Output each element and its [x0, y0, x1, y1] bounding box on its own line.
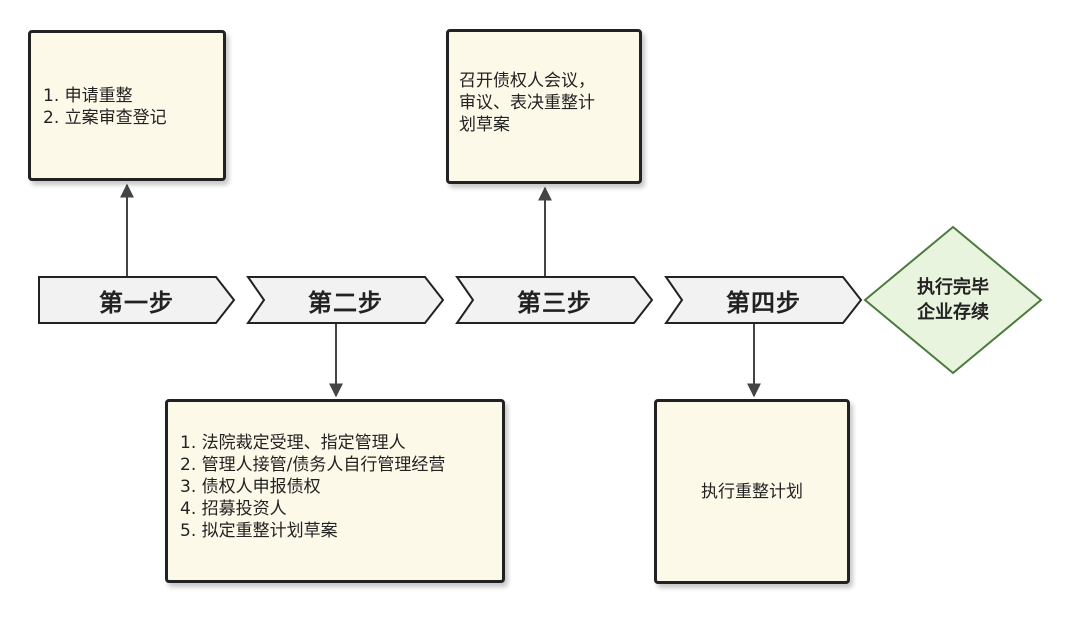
step1-note-line: 2. 立案审查登记	[43, 108, 167, 128]
end-diamond-text: 执行完毕 企业存续	[863, 225, 1043, 375]
step4-shape	[664, 276, 863, 324]
step2-note-line: 4. 招募投资人	[180, 499, 287, 519]
end-diamond-shape	[863, 225, 1043, 375]
step1-note-line: 1. 申请重整	[43, 86, 133, 106]
step1-shape	[38, 276, 236, 324]
end-line: 执行完毕	[917, 277, 989, 298]
step3-note-line: 审议、表决重整计	[459, 93, 595, 113]
step4-chevron: 第四步	[664, 276, 863, 324]
step1-label: 第一步	[99, 288, 174, 317]
step3-note-box: 召开债权人会议， 审议、表决重整计 划草案	[446, 29, 642, 184]
step3-label: 第三步	[517, 288, 592, 317]
step3-shape	[455, 276, 654, 324]
end-line: 企业存续	[917, 302, 989, 323]
step2-label: 第二步	[308, 288, 383, 317]
step2-note-box: 1. 法院裁定受理、指定管理人 2. 管理人接管/债务人自行管理经营 3. 债权…	[165, 399, 505, 583]
step4-label: 第四步	[726, 288, 801, 317]
end-decision-diamond: 执行完毕 企业存续	[863, 225, 1043, 375]
step2-note-line: 3. 债权人申报债权	[180, 477, 321, 497]
step3-note-line: 召开债权人会议，	[459, 71, 595, 91]
step3-note-line: 划草案	[459, 115, 510, 135]
step4-note-box: 执行重整计划	[654, 399, 850, 584]
step1-note-box: 1. 申请重整 2. 立案审查登记	[28, 30, 226, 181]
step1-chevron: 第一步	[38, 276, 236, 324]
step2-shape	[246, 276, 445, 324]
step2-note-line: 2. 管理人接管/债务人自行管理经营	[180, 455, 446, 475]
step4-note-line: 执行重整计划	[701, 481, 803, 502]
step2-note-line: 5. 拟定重整计划草案	[180, 521, 338, 541]
step3-chevron: 第三步	[455, 276, 654, 324]
step2-chevron: 第二步	[246, 276, 445, 324]
step2-note-line: 1. 法院裁定受理、指定管理人	[180, 433, 406, 453]
